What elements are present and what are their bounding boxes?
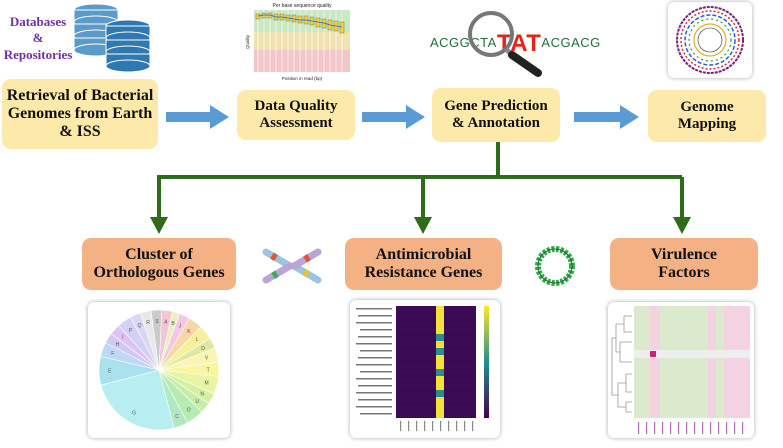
pie-slice-label: C <box>175 414 179 420</box>
pie-slice-label: J <box>179 324 182 330</box>
step-retrieval-label: Retrieval of Bacterial Genomes from Eart… <box>6 87 154 140</box>
qc-xlabel: Position in read (bp) <box>282 76 323 81</box>
analysis-amr-label: Antimicrobial Resistance Genes <box>364 246 483 281</box>
arrow-prediction-to-mapping <box>574 104 640 135</box>
arrow-quality-to-prediction <box>362 104 426 135</box>
pie-slice <box>158 311 180 371</box>
genome-map-thumbnail <box>668 2 752 78</box>
qc-title: Per base sequence quality <box>273 3 332 9</box>
step-mapping-box: Genome Mapping <box>648 90 766 142</box>
pie-slice <box>100 369 175 431</box>
pie-slice-label: V <box>205 356 209 362</box>
pie-slice-label: R <box>146 320 150 326</box>
qc-ylabel: Quality <box>245 34 250 49</box>
virulence-heatmap-thumbnail <box>608 302 754 438</box>
pie-slice-label: U <box>195 399 199 405</box>
pie-slice-label: S <box>155 319 159 325</box>
pie-slice-label: A <box>164 319 168 325</box>
analysis-cog-box: Cluster of Orthologous Genes <box>82 238 236 290</box>
pie-slice-label: O <box>187 407 191 413</box>
pie-slice-label: K <box>187 329 191 335</box>
db-label-line1: Databases <box>9 14 67 29</box>
analysis-amr-box: Antimicrobial Resistance Genes <box>345 238 502 290</box>
pie-slice-label: M <box>205 381 209 387</box>
pie-slice-label: F <box>111 351 114 357</box>
pie-slice-label: I <box>122 335 123 341</box>
analysis-virulence-box: Virulence Factors <box>610 238 758 290</box>
analysis-virulence-label: Virulence Factors <box>650 246 718 281</box>
step-quality-label: Data Quality Assessment <box>254 98 338 131</box>
sequence-right: ACGACG <box>541 35 601 50</box>
pie-slice-label: Q <box>138 323 142 329</box>
sequence-left: ACGGCTA <box>430 35 497 50</box>
pie-slice-label: H <box>116 342 120 348</box>
pie-slice-label: N <box>200 392 204 398</box>
pie-slice-label: G <box>132 410 136 416</box>
amr-heatmap-thumbnail <box>350 300 500 438</box>
pie-slice-label: L <box>196 337 199 343</box>
pie-slice-label: P <box>129 328 133 334</box>
pie-slice-label: T <box>207 367 210 373</box>
step-quality-box: Data Quality Assessment <box>237 90 355 140</box>
pie-slice-label: E <box>108 369 112 375</box>
pie-slice-label: D <box>201 346 205 352</box>
plasmid-icon <box>530 243 580 289</box>
dna-sequence: ACGGCTATATACGACG <box>430 30 601 58</box>
db-label-line2: & <box>32 30 44 46</box>
database-icon <box>72 2 154 74</box>
magnifier-icon <box>464 10 564 78</box>
analysis-cog-label: Cluster of Orthologous Genes <box>93 246 225 281</box>
db-label-line3: Repositories <box>3 46 73 62</box>
step-retrieval-box: Retrieval of Bacterial Genomes from Eart… <box>2 79 158 149</box>
pie-slice-label: B <box>171 321 175 327</box>
chromosome-icon <box>260 246 324 286</box>
step-mapping-label: Genome Mapping <box>677 99 737 132</box>
quality-plot-thumbnail: Per base sequence quality Position in re… <box>244 0 354 84</box>
arrow-retrieval-to-quality <box>166 104 230 135</box>
step-gene-prediction-box: Gene Prediction & Annotation <box>432 88 560 142</box>
databases-label: Databases & Repositories <box>0 14 76 63</box>
step-gene-prediction-label: Gene Prediction & Annotation <box>444 98 548 131</box>
